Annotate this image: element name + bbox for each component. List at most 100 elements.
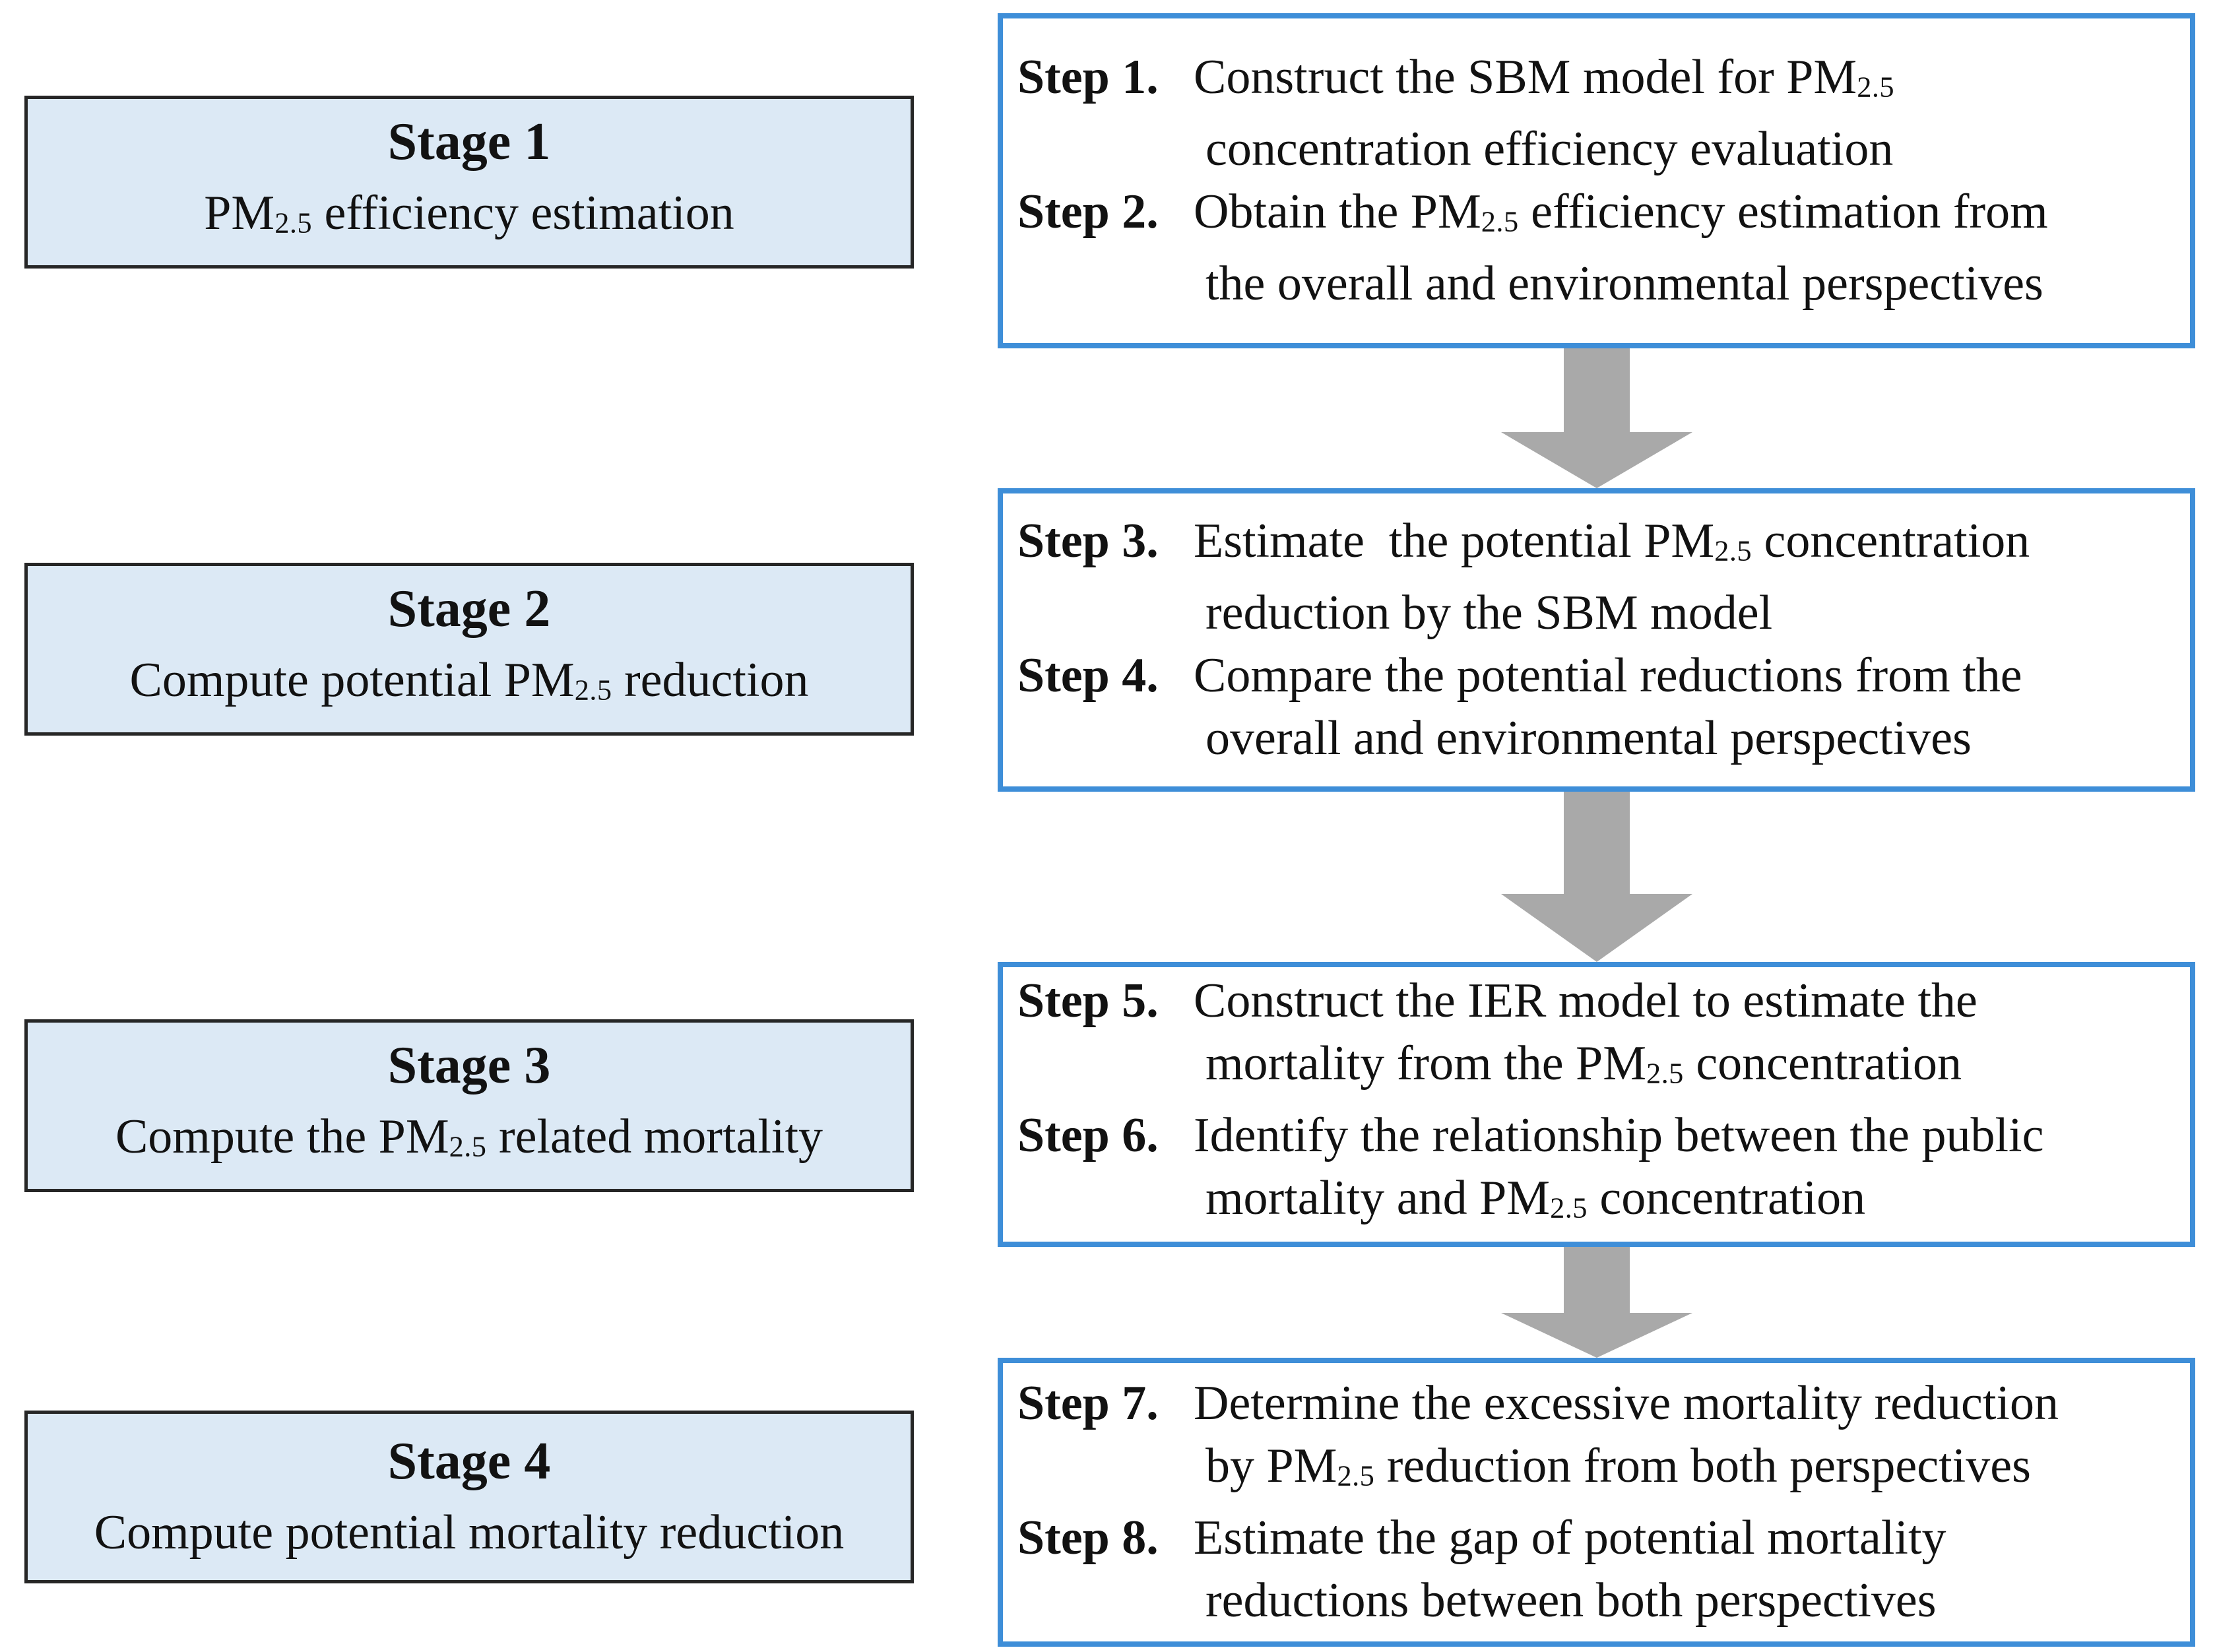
text-segment: reduction xyxy=(612,652,809,707)
down-arrow-1-stem xyxy=(1564,348,1630,432)
step-4-label: Step 4. xyxy=(1017,649,1159,703)
step-5-text: Construct the IER model to estimate the xyxy=(1194,974,1977,1028)
text-segment: PM xyxy=(204,185,275,240)
text-segment: concentration xyxy=(1683,1036,1962,1091)
subscript-text: 2.5 xyxy=(274,206,313,239)
down-arrow-2-head xyxy=(1501,894,1692,962)
step-5-label: Step 5. xyxy=(1017,973,1159,1028)
text-segment: reductions between both perspectives xyxy=(1205,1573,1937,1628)
text-segment: overall and environmental perspectives xyxy=(1205,711,1972,766)
step-1-line-1: Step 1. Construct the SBM model for PM2.5 xyxy=(1017,46,2175,118)
text-segment: related mortality xyxy=(486,1109,823,1164)
step-6: Step 6. Identify the relationship between… xyxy=(1017,1104,2175,1239)
step-7: Step 7. Determine the excessive mortality… xyxy=(1017,1372,2175,1507)
stage-3-description: Compute the PM2.5 related mortality xyxy=(115,1101,823,1182)
step-3-continuation: reduction by the SBM model xyxy=(1205,582,2175,645)
step-7-label: Step 7. xyxy=(1017,1376,1159,1430)
step-3: Step 3. Estimate the potential PM2.5 conc… xyxy=(1017,510,2175,645)
step-1-text: Construct the SBM model for PM2.5 xyxy=(1194,50,1894,104)
text-segment: concentration efficiency evaluation xyxy=(1205,122,1894,176)
down-arrow-3 xyxy=(1501,1247,1692,1358)
text-segment: reduction from both perspectives xyxy=(1374,1438,2031,1493)
subscript-text: 2.5 xyxy=(574,673,612,707)
text-segment: Compute potential PM xyxy=(129,652,575,707)
text-segment: Obtain the PM xyxy=(1194,185,1481,239)
step-8-label: Step 8. xyxy=(1017,1511,1159,1566)
stage-box-3: Stage 3 Compute the PM2.5 related mortal… xyxy=(24,1019,914,1192)
stage-box-1: Stage 1 PM2.5 efficiency estimation xyxy=(24,96,914,269)
down-arrow-3-head xyxy=(1501,1313,1692,1358)
down-arrow-2 xyxy=(1501,792,1692,962)
stage-4-description: Compute potential mortality reduction xyxy=(94,1497,845,1568)
step-2-label: Step 2. xyxy=(1017,185,1159,239)
step-6-text: Identify the relationship between the pu… xyxy=(1194,1108,2043,1162)
step-6-continuation: mortality and PM2.5 concentration xyxy=(1205,1167,2175,1239)
step-1-label: Step 1. xyxy=(1017,49,1159,104)
step-5-line-1: Step 5. Construct the IER model to estima… xyxy=(1017,970,2175,1032)
step-6-label: Step 6. xyxy=(1017,1108,1159,1162)
stage-box-2: Stage 2 Compute potential PM2.5 reductio… xyxy=(24,563,914,736)
text-segment: by PM xyxy=(1205,1438,1337,1493)
step-5: Step 5. Construct the IER model to estima… xyxy=(1017,970,2175,1104)
subscript-text: 2.5 xyxy=(449,1129,487,1163)
step-7-line-1: Step 7. Determine the excessive mortality… xyxy=(1017,1372,2175,1435)
text-segment: Estimate the gap of potential mortality xyxy=(1194,1511,1946,1566)
step-6-line-1: Step 6. Identify the relationship between… xyxy=(1017,1104,2175,1167)
text-segment: Identify the relationship between the pu… xyxy=(1194,1108,2044,1162)
step-7-text: Determine the excessive mortality reduct… xyxy=(1194,1376,2059,1430)
text-segment: efficiency estimation xyxy=(312,185,734,240)
text-segment: concentration xyxy=(1752,513,2030,568)
step-2: Step 2. Obtain the PM2.5 efficiency estim… xyxy=(1017,181,2175,315)
subscript-text: 2.5 xyxy=(1714,534,1752,567)
step-2-line-1: Step 2. Obtain the PM2.5 efficiency estim… xyxy=(1017,181,2175,253)
step-4: Step 4. Compare the potential reductions … xyxy=(1017,645,2175,770)
stage-1-description: PM2.5 efficiency estimation xyxy=(204,177,734,258)
step-5-continuation: mortality from the PM2.5 concentration xyxy=(1205,1032,2175,1104)
step-3-text: Estimate the potential PM2.5 concentrati… xyxy=(1194,514,2030,568)
text-segment: the overall and environmental perspectiv… xyxy=(1205,257,2043,311)
subscript-text: 2.5 xyxy=(1646,1056,1684,1089)
text-segment: efficiency estimation from xyxy=(1518,185,2048,239)
stage-2-description: Compute potential PM2.5 reduction xyxy=(130,645,809,725)
stage-4-title: Stage 4 xyxy=(387,1432,551,1490)
subscript-text: 2.5 xyxy=(1337,1459,1375,1492)
step-2-text: Obtain the PM2.5 efficiency estimation f… xyxy=(1194,185,2048,239)
step-4-line-1: Step 4. Compare the potential reductions … xyxy=(1017,645,2175,707)
subscript-text: 2.5 xyxy=(1857,70,1895,103)
text-segment: Compare the potential reductions from th… xyxy=(1194,649,2022,703)
step-8-text: Estimate the gap of potential mortality xyxy=(1194,1511,1946,1565)
step-box-2: Step 3. Estimate the potential PM2.5 conc… xyxy=(998,488,2195,792)
step-1: Step 1. Construct the SBM model for PM2.5… xyxy=(1017,46,2175,181)
step-3-line-1: Step 3. Estimate the potential PM2.5 conc… xyxy=(1017,510,2175,582)
text-segment: Compute potential mortality reduction xyxy=(94,1506,845,1560)
step-box-3: Step 5. Construct the IER model to estima… xyxy=(998,962,2195,1247)
step-box-1: Step 1.Construct the SBM model for PM2.5… xyxy=(998,13,2195,348)
step-8-continuation: reductions between both perspectives xyxy=(1205,1570,2175,1632)
text-segment: mortality and PM xyxy=(1205,1171,1551,1225)
text-segment: Construct the IER model to estimate the xyxy=(1194,973,1977,1028)
step-1-continuation: concentration efficiency evaluation xyxy=(1205,118,2175,181)
text-segment: mortality from the PM xyxy=(1205,1036,1646,1091)
stage-2-title: Stage 2 xyxy=(387,579,551,638)
subscript-text: 2.5 xyxy=(1481,205,1519,238)
text-segment: Determine the excessive mortality reduct… xyxy=(1194,1376,2059,1430)
step-7-continuation: by PM2.5 reduction from both perspective… xyxy=(1205,1435,2175,1507)
stage-box-4: Stage 4 Compute potential mortality redu… xyxy=(24,1411,914,1583)
down-arrow-1 xyxy=(1501,348,1692,488)
text-segment: Estimate the potential PM xyxy=(1194,513,1715,568)
stage-3-title: Stage 3 xyxy=(387,1036,551,1095)
step-8: Step 8. Estimate the gap of potential mor… xyxy=(1017,1507,2175,1632)
subscript-text: 2.5 xyxy=(1550,1191,1588,1224)
down-arrow-3-stem xyxy=(1564,1247,1630,1313)
down-arrow-1-head xyxy=(1501,432,1692,488)
step-box-4: Step 7. Determine the excessive mortality… xyxy=(998,1358,2195,1647)
stage-1-title: Stage 1 xyxy=(387,112,551,171)
step-8-line-1: Step 8. Estimate the gap of potential mor… xyxy=(1017,1507,2175,1570)
text-segment: Construct the SBM model for PM xyxy=(1194,49,1857,104)
step-3-label: Step 3. xyxy=(1017,513,1159,568)
step-4-text: Compare the potential reductions from th… xyxy=(1194,649,2022,703)
step-2-continuation: the overall and environmental perspectiv… xyxy=(1205,253,2175,315)
down-arrow-2-stem xyxy=(1564,792,1630,894)
text-segment: reduction by the SBM model xyxy=(1205,586,1773,641)
